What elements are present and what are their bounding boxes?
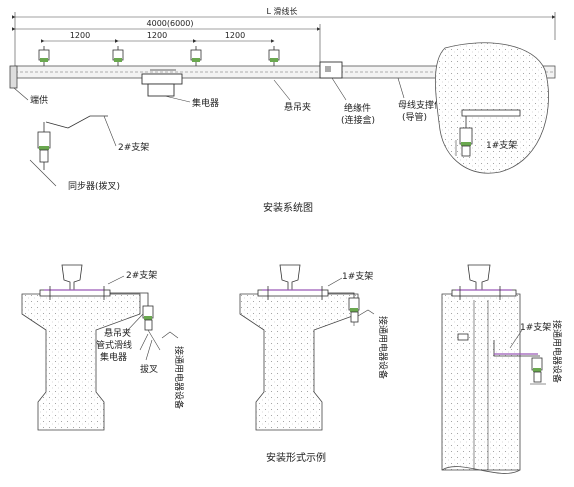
system-caption: 安装系统图 xyxy=(263,201,313,214)
hanger-4 xyxy=(268,46,280,66)
zoom-detail-bubble: 1#支架 xyxy=(434,42,549,174)
bracket2-detail: 2#支架 同步器(拨叉) xyxy=(29,115,149,192)
end-cap xyxy=(9,65,18,89)
spacing-label-1: 1200 xyxy=(70,31,90,40)
spacing-dimensions: 1200 1200 1200 xyxy=(41,31,275,43)
left-pipe-line-label: 管式滑线 xyxy=(96,339,132,351)
spacing-label-3: 1200 xyxy=(225,31,245,40)
left-bracket-label: 2#支架 xyxy=(126,269,157,281)
segment-label: 4000(6000) xyxy=(147,19,194,28)
total-length-dimension: L 滑线长 xyxy=(12,6,556,70)
collector-unit xyxy=(141,69,183,97)
bracket2-label: 2#支架 xyxy=(118,141,149,153)
hanger-clamps xyxy=(38,46,472,66)
left-vertical-label: 接通用电器设备 xyxy=(173,346,185,409)
example-right: 1#支架 接通用电器设备 xyxy=(441,264,563,474)
examples-caption: 安装形式示例 xyxy=(266,451,326,464)
synchronizer-label: 同步器(拨叉) xyxy=(68,180,120,192)
bus-support-label: 母线支撑件 xyxy=(398,99,443,111)
right-bracket-label: 1#支架 xyxy=(520,321,551,333)
total-length-label: L 滑线长 xyxy=(267,6,298,16)
installation-examples: 2#支架 悬吊夹 管式滑线 集电器 拔叉 接通用电器设备 xyxy=(21,264,563,474)
spacing-label-2: 1200 xyxy=(147,31,167,40)
hanger-2 xyxy=(112,46,124,66)
left-collector-label: 集电器 xyxy=(100,351,127,363)
left-hanger-label: 悬吊夹 xyxy=(104,327,131,339)
collector-label: 集电器 xyxy=(192,97,219,109)
hanger-1 xyxy=(38,46,50,66)
left-fork-label: 拔叉 xyxy=(140,363,158,375)
end-cap-label: 端供 xyxy=(30,94,48,106)
bracket1-label: 1#支架 xyxy=(486,139,517,151)
connector-box-label: (连接盒) xyxy=(341,114,375,126)
example-middle: 1#支架 接通用电器设备 xyxy=(239,264,389,431)
system-diagram: L 滑线长 4000(6000) 1200 1200 1200 xyxy=(9,6,556,214)
top-labels: 端供 集电器 悬吊夹 绝缘件 (连接盒) 母线支撑件 (导管) xyxy=(13,77,443,126)
segment-dimension: 4000(6000) xyxy=(12,19,321,66)
insulator-box xyxy=(319,61,343,79)
hanger-3 xyxy=(190,46,202,66)
conduit-label: (导管) xyxy=(402,111,427,123)
example-left: 2#支架 悬吊夹 管式滑线 集电器 拔叉 接通用电器设备 xyxy=(21,264,185,431)
right-vertical-label: 接通用电器设备 xyxy=(551,320,563,383)
middle-vertical-label: 接通用电器设备 xyxy=(377,316,389,379)
insulator-label: 绝缘件 xyxy=(344,102,371,114)
hanger-clamp-label: 悬吊夹 xyxy=(284,101,311,113)
middle-bracket-label: 1#支架 xyxy=(342,270,373,282)
